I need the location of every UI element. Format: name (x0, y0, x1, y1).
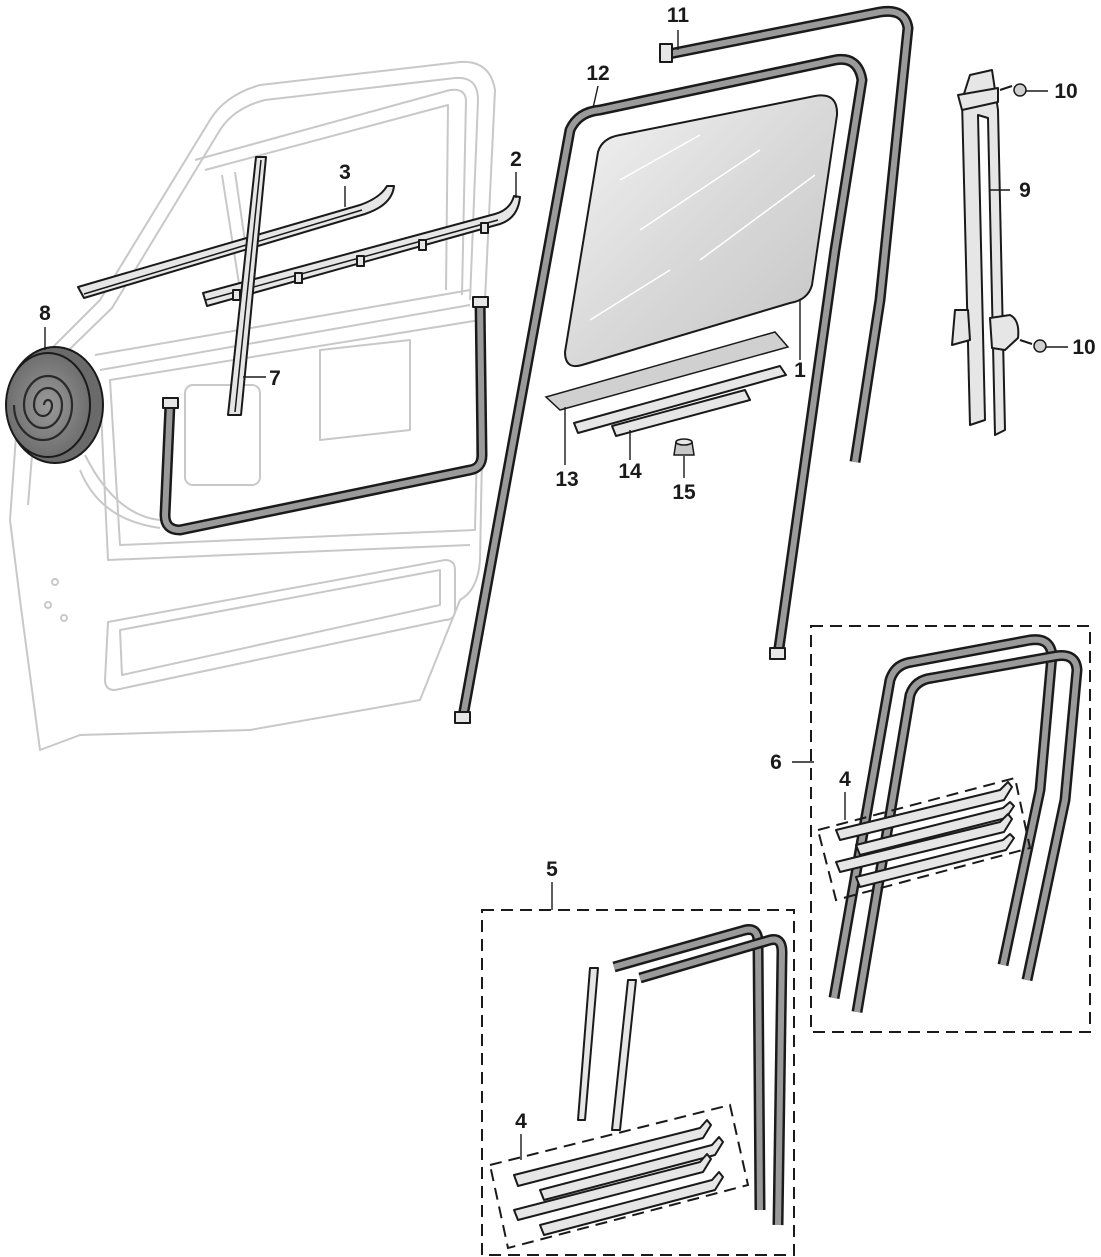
callout-labels: 11 12 3 2 8 7 1 13 14 15 9 10 10 6 4 5 4 (39, 4, 1096, 1133)
inner-belt-weatherstrip (202, 195, 521, 307)
glass-bumper (673, 438, 695, 456)
callout-11: 11 (667, 4, 690, 27)
callout-1: 1 (794, 359, 806, 382)
inner-access-hole-left (184, 384, 261, 486)
callout-5: 5 (546, 858, 558, 881)
callout-10-upper: 10 (1054, 80, 1077, 103)
callout-15: 15 (672, 481, 696, 504)
callout-7: 7 (269, 367, 281, 390)
door-glass (563, 94, 839, 368)
inner-access-hole-right (319, 339, 411, 441)
glass-run-channel (573, 365, 787, 437)
callout-13: 13 (555, 468, 578, 491)
kit-5-group (481, 909, 795, 1256)
callout-6: 6 (770, 751, 782, 774)
outer-belt-weatherstrip (77, 185, 395, 299)
callout-3: 3 (339, 161, 351, 184)
vertical-run-channel (227, 156, 267, 416)
callout-10-lower: 10 (1072, 336, 1095, 359)
kit-6-group (810, 625, 1091, 1033)
door-shell (9, 60, 496, 751)
rear-run-channel (951, 69, 1020, 436)
glass-channel-tape (544, 331, 790, 411)
foam-tape-roll (5, 346, 161, 529)
screw-upper (999, 83, 1027, 97)
screw-lower (1019, 339, 1047, 353)
callout-4-kit5: 4 (515, 1110, 527, 1133)
callout-4-kit6: 4 (839, 768, 851, 791)
callout-9: 9 (1019, 179, 1031, 202)
leader-12 (592, 85, 599, 109)
leader-lines (44, 30, 1068, 1160)
callout-14: 14 (618, 460, 642, 483)
callout-2: 2 (510, 148, 522, 171)
door-frame-weatherstrip (454, 53, 868, 724)
callout-8: 8 (39, 302, 51, 325)
upper-frame-weatherstrip (659, 5, 914, 463)
callout-12: 12 (586, 62, 609, 85)
lower-door-u-seal (159, 296, 489, 536)
